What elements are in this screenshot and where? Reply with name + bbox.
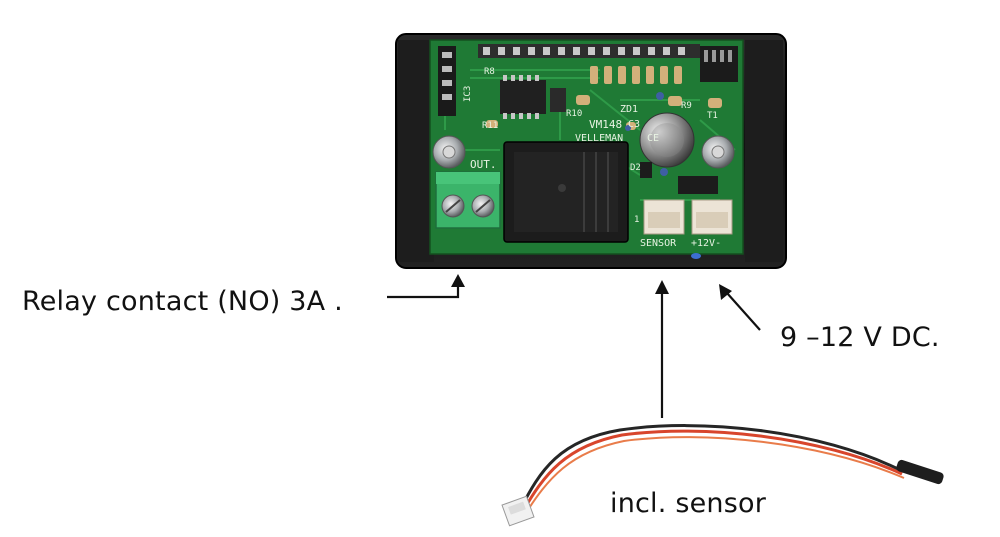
- terminal-block: [435, 171, 501, 229]
- mounting-screw-left: [432, 135, 466, 169]
- silk-ic3: IC3: [463, 86, 473, 102]
- transistors: [625, 92, 668, 176]
- smd-component: [678, 176, 718, 194]
- arrow-power: [719, 284, 761, 331]
- relay: [503, 141, 629, 243]
- sensor-connector: [643, 199, 685, 235]
- power-supply-label: 9 –12 V DC.: [780, 322, 940, 353]
- sensor-plug: [501, 495, 535, 527]
- silk-r8: R8: [484, 67, 495, 77]
- relay-contact-label: Relay contact (NO) 3A .: [22, 286, 343, 317]
- small-chip: [550, 88, 566, 112]
- sensor-label: incl. sensor: [610, 488, 767, 519]
- diode: [640, 162, 652, 178]
- silk-d2: D2: [630, 163, 641, 173]
- mounting-screw-right: [701, 135, 735, 169]
- pin-header: [478, 44, 700, 58]
- silk-r9: R9: [681, 101, 692, 111]
- silk-power: +12V-: [691, 238, 721, 249]
- display-connector: [700, 46, 738, 82]
- pcb-board: VM148 VELLEMAN CE OUT. SENSOR +12V- ZD1 …: [429, 39, 744, 259]
- side-header: [438, 46, 456, 116]
- resistors: [486, 66, 722, 130]
- blue-marker: [691, 253, 701, 259]
- sensor-cable: [518, 424, 905, 517]
- silk-pin1: 1: [634, 215, 639, 225]
- silk-out: OUT.: [470, 158, 497, 171]
- silk-sensor: SENSOR: [640, 238, 677, 249]
- ic-chip: [500, 75, 546, 119]
- silk-zd1: ZD1: [620, 104, 638, 115]
- arrow-relay: [387, 274, 465, 299]
- silk-r10: R10: [566, 109, 582, 119]
- silk-model: VM148: [589, 118, 622, 131]
- capacitor: [639, 112, 695, 168]
- silk-ce: CE: [647, 133, 659, 144]
- silk-r11: R11: [482, 121, 498, 131]
- silk-c3: C3: [628, 119, 640, 130]
- silk-brand: VELLEMAN: [575, 133, 623, 144]
- sensor-probe: [896, 459, 944, 485]
- arrow-sensor: [655, 280, 669, 418]
- power-connector: [691, 199, 733, 235]
- silk-t1: T1: [707, 111, 718, 121]
